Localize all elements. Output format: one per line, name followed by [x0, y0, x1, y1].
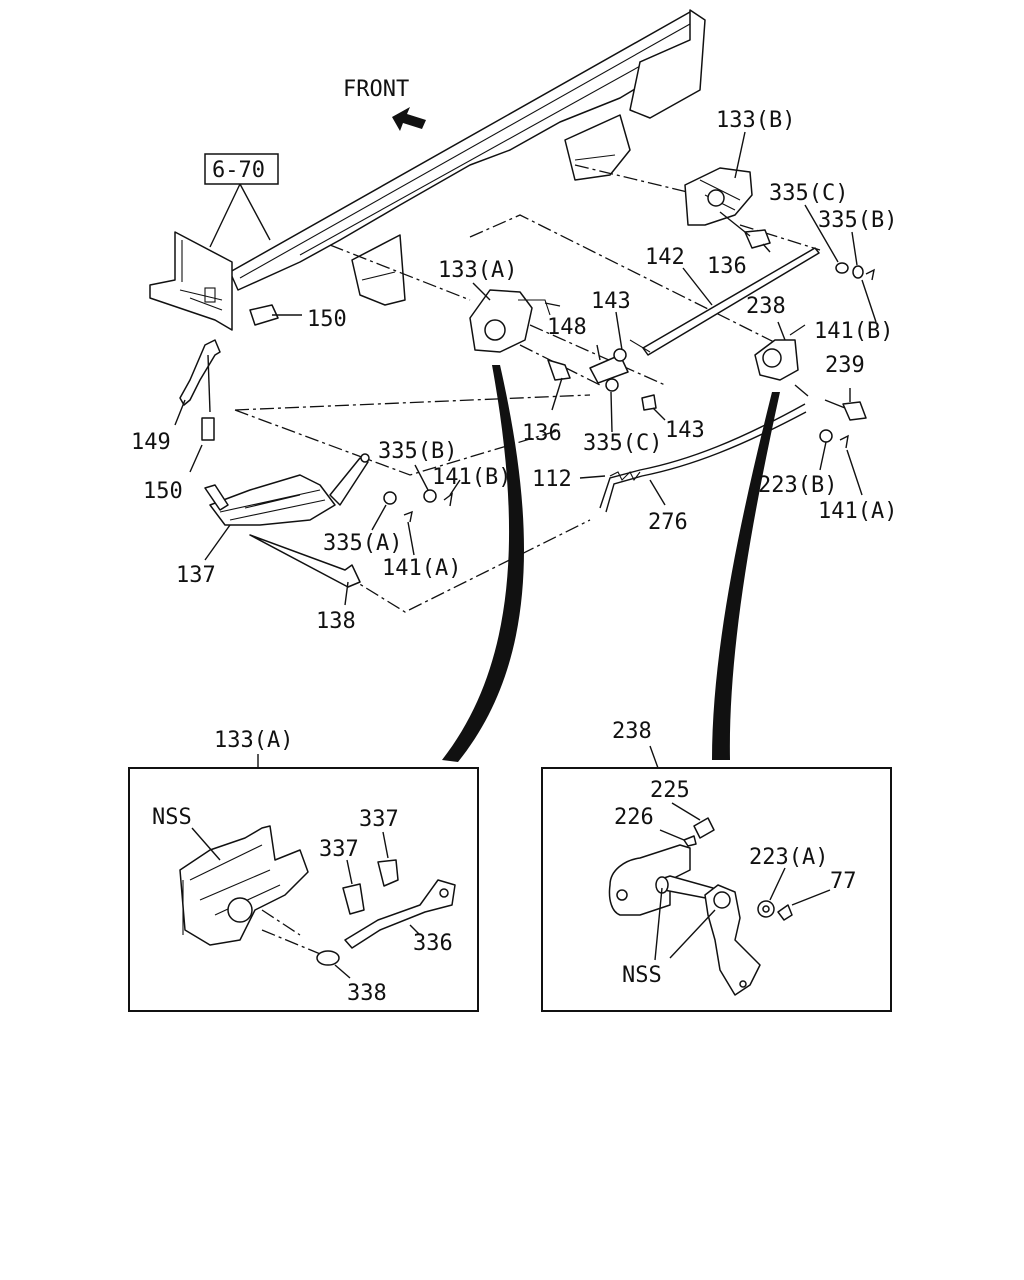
rod-142 — [629, 247, 820, 356]
detail-238-225: 225 — [650, 778, 690, 803]
lever-133a — [469, 282, 666, 433]
label-141b-top: 141(B) — [814, 319, 893, 344]
label-142: 142 — [645, 245, 685, 270]
front-indicator: FRONT — [343, 77, 426, 131]
detail-238-nss: NSS — [622, 963, 662, 988]
label-150-top: 150 — [307, 307, 347, 332]
front-label: FRONT — [343, 77, 409, 102]
label-149: 149 — [131, 430, 171, 455]
label-335b-mid: 335(B) — [378, 439, 457, 464]
label-335a: 335(A) — [323, 531, 402, 556]
reference-box-6-70: 6-70 — [204, 153, 279, 248]
label-137: 137 — [176, 563, 216, 588]
detail-238: 238 225 226 223(A) 77 NSS — [541, 719, 892, 1012]
label-223b: 223(B) — [758, 473, 837, 498]
label-143-b: 143 — [665, 418, 705, 443]
detail-133a-title: 133(A) — [214, 728, 293, 753]
label-141a-right: 141(A) — [818, 499, 897, 524]
label-141a-mid: 141(A) — [382, 556, 461, 581]
label-238: 238 — [746, 294, 786, 319]
cable-276 — [579, 384, 809, 513]
label-150-bot: 150 — [143, 479, 183, 504]
detail-133a-338: 338 — [347, 981, 387, 1006]
part-labels: 133(B) 335(C) 335(B) 142 136 133(A) 238 … — [131, 108, 897, 634]
detail-238-77: 77 — [830, 869, 857, 894]
label-136-mid: 136 — [522, 421, 562, 446]
lever-238 — [754, 321, 867, 496]
label-148: 148 — [547, 315, 587, 340]
label-141b-mid: 141(B) — [432, 465, 511, 490]
detail-238-226: 226 — [614, 805, 654, 830]
detail-133a-nss: NSS — [152, 805, 192, 830]
label-112: 112 — [532, 467, 572, 492]
front-arrow-icon — [392, 107, 426, 131]
label-335b-top: 335(B) — [818, 208, 897, 233]
label-136-top: 136 — [707, 254, 747, 279]
reference-label: 6-70 — [212, 158, 265, 183]
detail-133a-337a: 337 — [319, 837, 359, 862]
detail-133a-337b: 337 — [359, 807, 399, 832]
frame-crossmember — [149, 9, 821, 386]
label-143-a: 143 — [591, 289, 631, 314]
washer-clip-group-right — [804, 204, 877, 323]
label-276: 276 — [648, 510, 688, 535]
detail-133a: 133(A) NSS 337 337 336 338 — [128, 728, 479, 1012]
label-133b: 133(B) — [716, 108, 795, 133]
detail-238-223a: 223(A) — [749, 845, 828, 870]
label-138: 138 — [316, 609, 356, 634]
detail-leaders — [442, 365, 780, 762]
label-335c-mid: 335(C) — [583, 431, 662, 456]
label-335c-top: 335(C) — [769, 181, 848, 206]
detail-238-title: 238 — [612, 719, 652, 744]
label-239: 239 — [825, 353, 865, 378]
bracket-133b — [684, 131, 771, 253]
detail-133a-336: 336 — [413, 931, 453, 956]
pedal-linkage-left — [174, 304, 591, 613]
label-133a: 133(A) — [438, 258, 517, 283]
